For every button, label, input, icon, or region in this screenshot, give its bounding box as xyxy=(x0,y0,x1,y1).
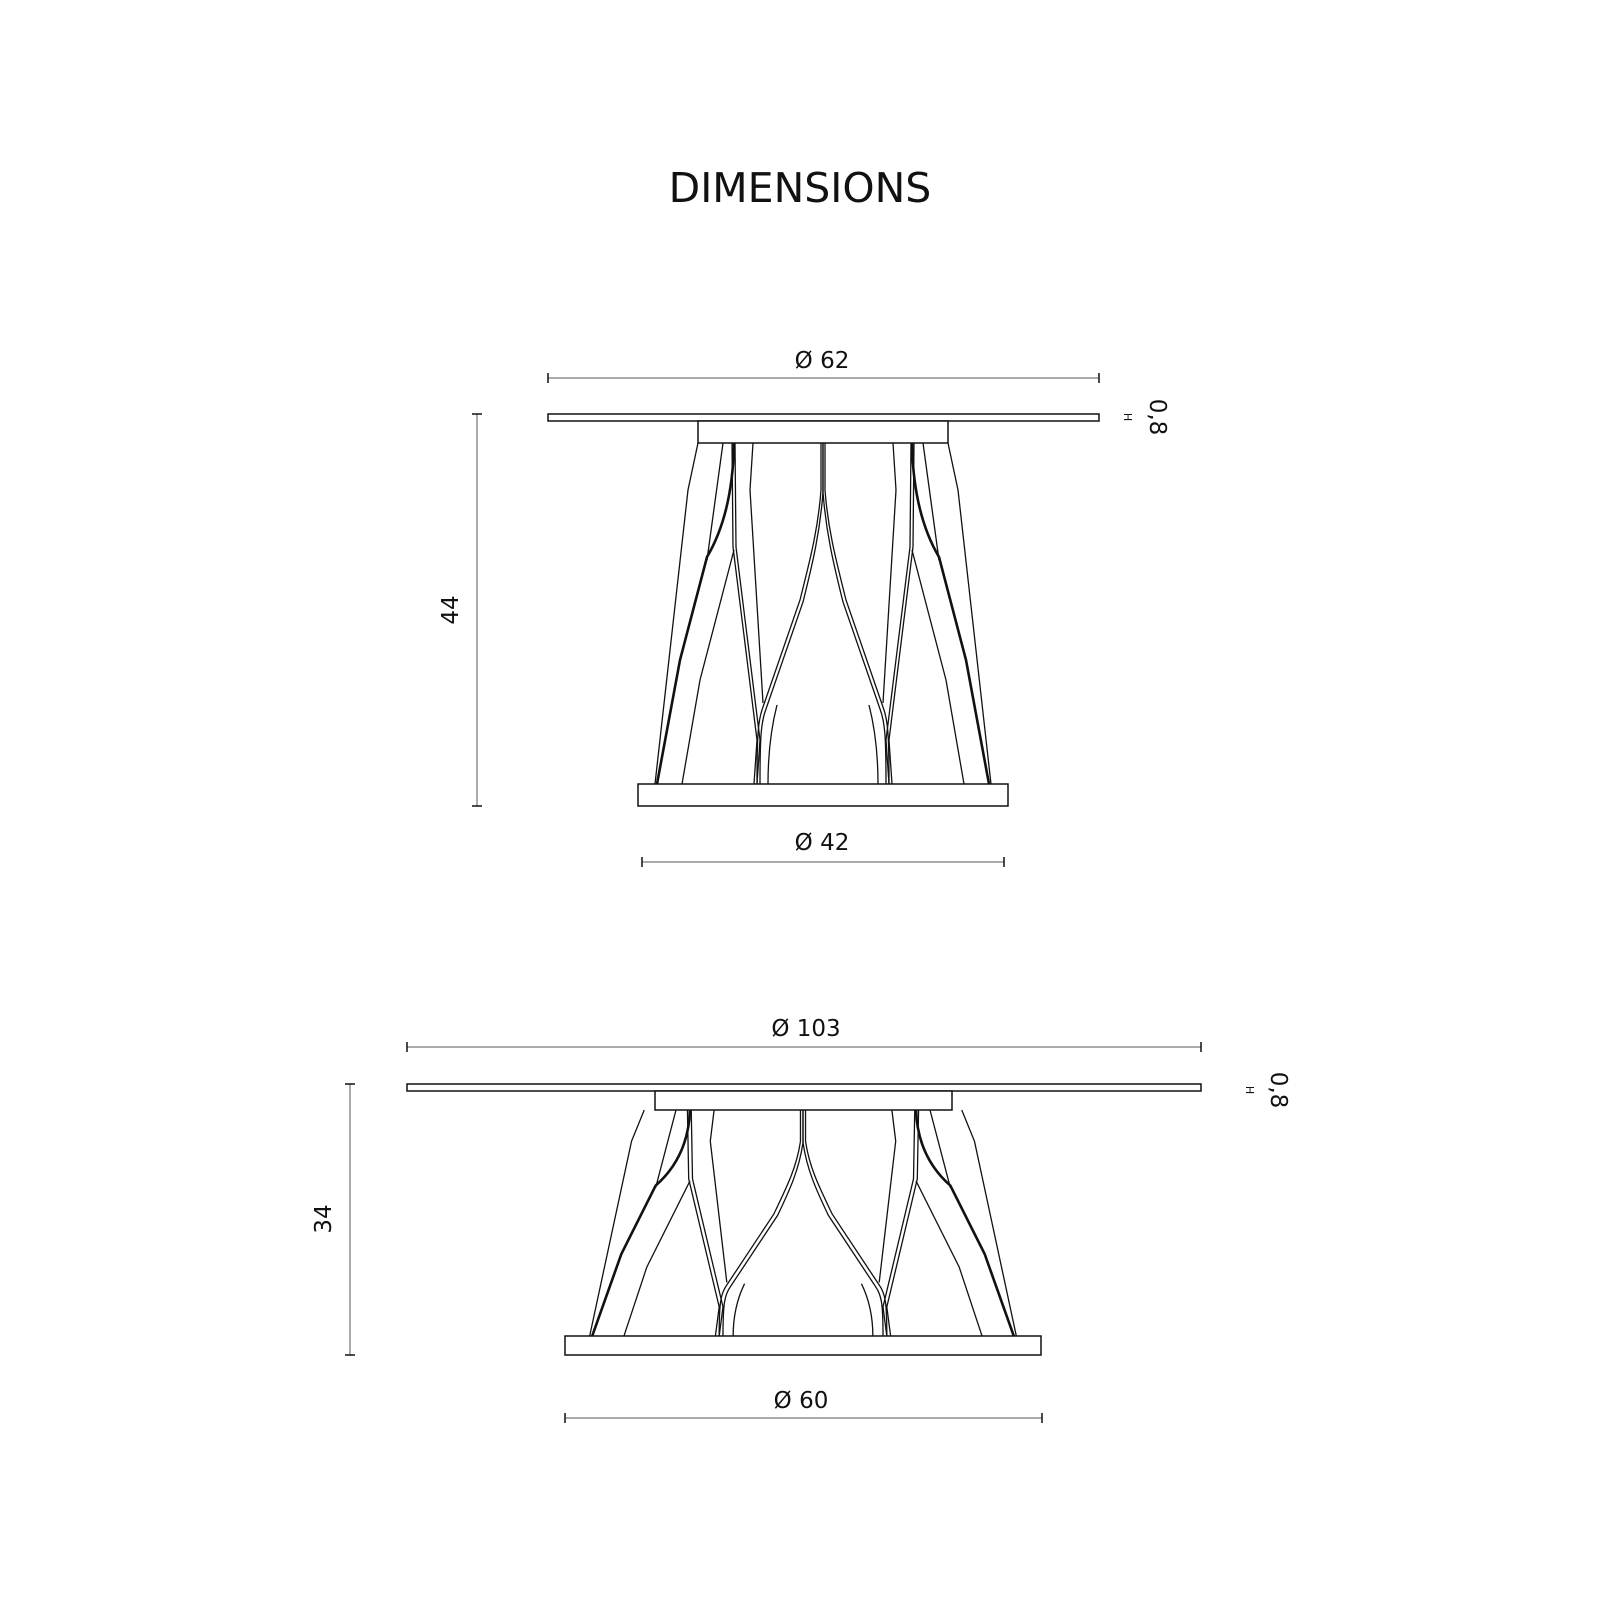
table-high-height-dimension: 44 xyxy=(438,413,482,807)
table-low-thickness-label: H xyxy=(1243,1086,1256,1094)
table-low-apron xyxy=(654,1090,953,1111)
table-high-apron xyxy=(697,420,949,444)
table-low-base-diameter: Ø 60 xyxy=(774,1388,829,1414)
table-high-top-thickness: 0,8 xyxy=(1144,399,1170,436)
table-high-top-dimension: Ø 62 xyxy=(547,348,1100,383)
table-high-drawing: Ø 62 44 Ø 42 H 0,8 xyxy=(438,348,1170,867)
table-high-base-diameter: Ø 42 xyxy=(795,830,850,856)
table-high-base-dimension: Ø 42 xyxy=(641,830,1005,867)
table-high-height: 44 xyxy=(438,595,464,624)
table-high-thickness-label: H xyxy=(1121,413,1134,421)
table-low-drawing: Ø 103 34 Ø 60 H 0,8 xyxy=(311,1016,1291,1423)
table-high-base xyxy=(637,783,1009,807)
page-title: DIMENSIONS xyxy=(669,164,932,212)
table-low-base xyxy=(564,1335,1042,1356)
table-low-top-dimension: Ø 103 xyxy=(406,1016,1202,1052)
table-low-base-dimension: Ø 60 xyxy=(564,1388,1043,1423)
table-high-top-diameter: Ø 62 xyxy=(795,348,850,374)
table-low-legs xyxy=(590,1110,1017,1336)
table-low-top-thickness: 0,8 xyxy=(1265,1072,1291,1109)
table-low-top-diameter: Ø 103 xyxy=(771,1016,840,1042)
table-high-top xyxy=(547,413,1100,422)
table-low-height: 34 xyxy=(311,1204,337,1233)
table-low-top xyxy=(406,1083,1202,1092)
table-low-height-dimension: 34 xyxy=(311,1083,355,1356)
table-high-legs xyxy=(655,443,991,784)
